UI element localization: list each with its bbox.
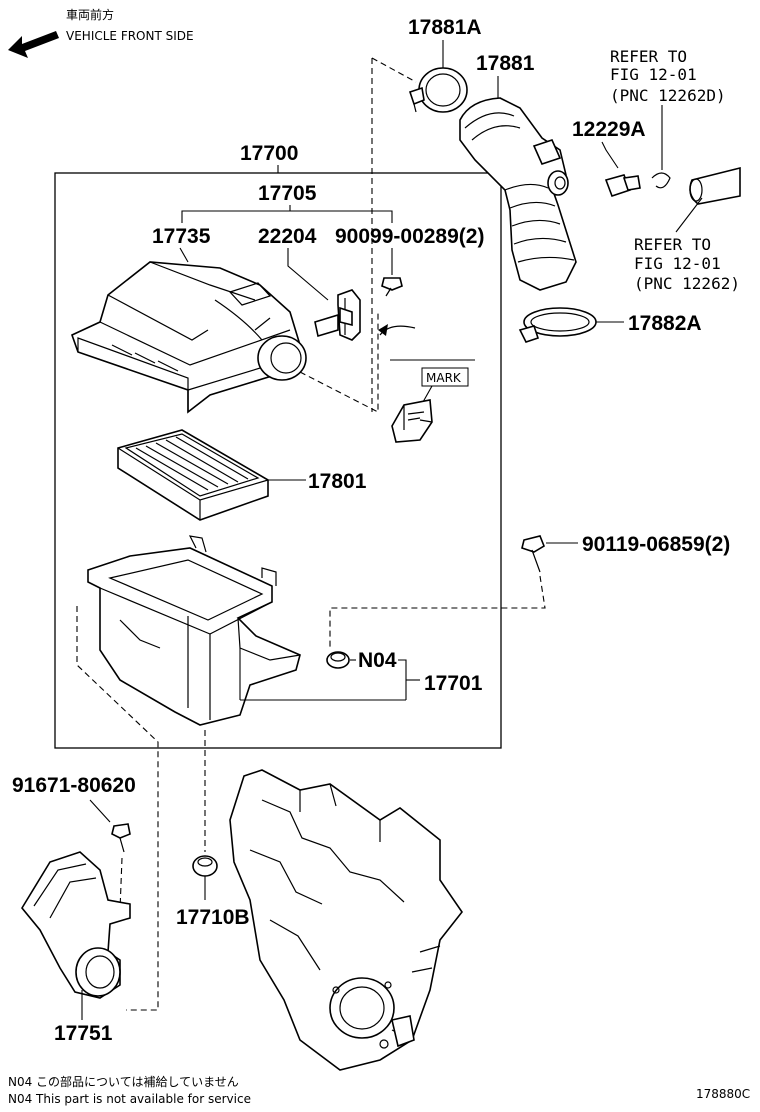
- ref2-line1: REFER TO: [634, 235, 711, 254]
- label-17801: 17801: [308, 470, 367, 493]
- intake-manifold: [229, 769, 463, 1071]
- refer-hose: [675, 166, 741, 233]
- air-cleaner-case-17701: [87, 535, 406, 726]
- label-17701: 17701: [424, 672, 483, 695]
- hose-clip: [651, 105, 671, 189]
- label-90099-00289: 90099-00289(2): [335, 225, 484, 248]
- air-cleaner-cap-17735: [71, 247, 307, 414]
- label-22204: 22204: [258, 225, 317, 248]
- label-90119-06859: 90119-06859(2): [582, 533, 730, 556]
- label-17881: 17881: [476, 52, 535, 75]
- label-17700: 17700: [240, 142, 298, 165]
- mark-label: MARK: [426, 371, 462, 385]
- note-en: N04 This part is not available for servi…: [8, 1092, 251, 1106]
- label-17881a: 17881A: [408, 16, 482, 39]
- resonator-17751: [21, 851, 131, 1020]
- label-17710b: 17710B: [176, 906, 250, 929]
- figure-id: 178880C: [696, 1087, 750, 1101]
- label-17751: 17751: [54, 1022, 113, 1045]
- bolt-91671: [111, 823, 131, 853]
- label-n04: N04: [358, 649, 397, 672]
- label-91671-80620: 91671-80620: [12, 774, 136, 797]
- direction-label-jp: 車両前方: [66, 7, 114, 22]
- vehicle-front-indicator: 車両前方 VEHICLE FRONT SIDE: [8, 7, 194, 58]
- label-17735: 17735: [152, 225, 211, 248]
- screw-90099: [381, 248, 403, 297]
- valve-12229a: [601, 141, 641, 198]
- ref1-line3: (PNC 12262D): [610, 86, 726, 105]
- air-filter-element-17801: [117, 429, 306, 521]
- air-hose-17881: [459, 76, 577, 291]
- grommet-n04: [326, 651, 356, 669]
- ref1-line2: FIG 12-01: [610, 65, 697, 84]
- clamp-17881a: [408, 40, 468, 113]
- mark-detail: MARK: [378, 324, 475, 443]
- label-17705: 17705: [258, 182, 317, 205]
- label-12229a: 12229A: [572, 118, 646, 141]
- ref2-line3: (PNC 12262): [634, 274, 740, 293]
- bolt-90119: [521, 535, 578, 573]
- arrow-left-icon: [8, 31, 59, 58]
- direction-label-en: VEHICLE FRONT SIDE: [66, 29, 194, 43]
- note-jp: N04 この部品については補給していません: [8, 1074, 239, 1089]
- grommet-17710b: [192, 855, 218, 900]
- label-17882a: 17882A: [628, 312, 702, 335]
- air-flow-meter-22204: [287, 248, 361, 341]
- ref2-line2: FIG 12-01: [634, 254, 721, 273]
- clamp-17882a: [518, 307, 624, 343]
- ref1-line1: REFER TO: [610, 47, 687, 66]
